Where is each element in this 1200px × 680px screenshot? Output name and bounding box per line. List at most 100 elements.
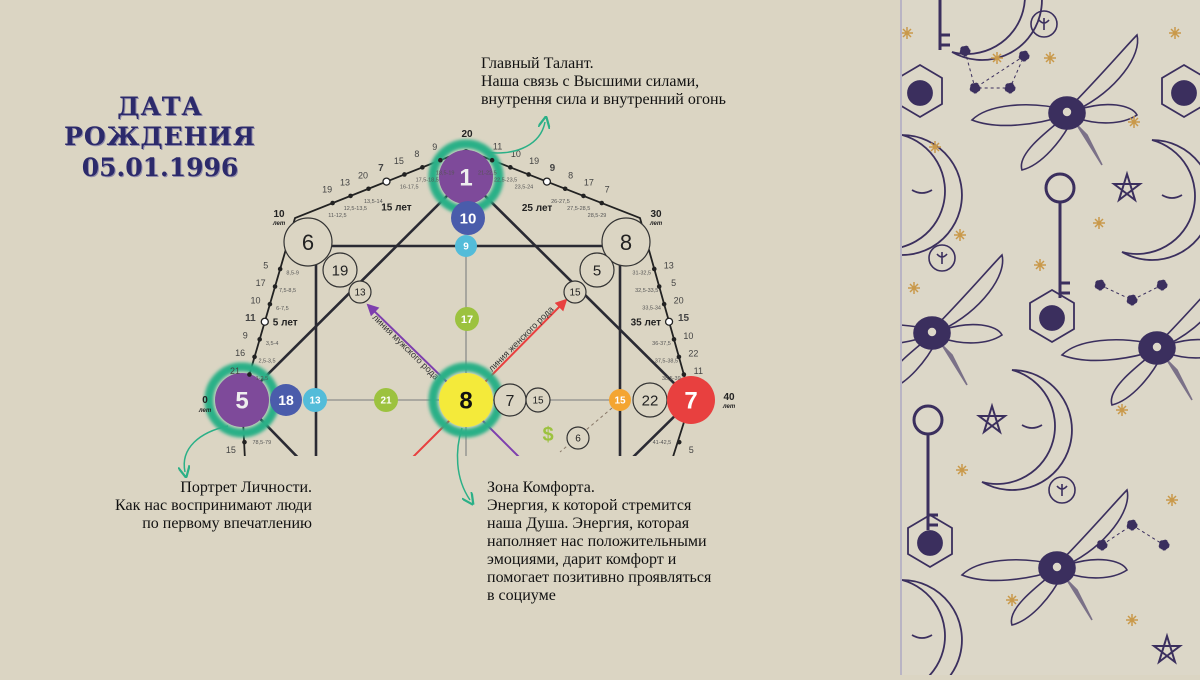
arc-value: 19 (529, 156, 539, 166)
age-marker (382, 177, 391, 186)
arc-dot (656, 284, 662, 289)
star-icon (907, 281, 921, 295)
arc-value: 11 (245, 313, 256, 324)
female-line-arrow (482, 298, 568, 385)
node-circle (283, 217, 333, 267)
node-value: 17 (461, 314, 473, 326)
node-ur-main: 8 (601, 217, 651, 267)
age-0-unit: лет (198, 408, 212, 414)
callout-line: Как нас воспринимают люди (115, 497, 312, 514)
arc-value: 15 (226, 445, 236, 455)
node-value: 10 (460, 210, 477, 227)
node-value: 7 (506, 393, 515, 410)
arc-value: 20 (674, 296, 684, 306)
node-circle (525, 387, 551, 413)
arc-dot (651, 266, 657, 272)
arc-value: 5 (689, 445, 694, 455)
age-range: 21-22,5 (478, 170, 497, 176)
age-marker (260, 317, 269, 326)
node-circle (579, 252, 615, 288)
money-sign: $ (542, 424, 553, 446)
coin-icon (928, 244, 956, 272)
age-marker (664, 317, 674, 326)
node-value: 9 (463, 242, 469, 253)
callout-line: Наша связь с Высшими силами, (481, 73, 700, 90)
age-range: 16-17,5 (400, 185, 419, 191)
node-circle (270, 384, 302, 416)
callout-main-talent: Главный Талант. Наша связь с Высшими сил… (481, 55, 726, 109)
node-value: 5 (235, 388, 248, 415)
callout-line: внутрення сила и внутренний огонь (481, 91, 726, 108)
arc-value: 10 (683, 331, 693, 341)
callout-line: по первому впечатлению (142, 515, 312, 532)
node-value: 18 (278, 392, 294, 408)
arc-dot (661, 301, 667, 307)
callout-personality-portrait: Портрет Личности. Как нас воспринимают л… (115, 479, 312, 533)
node-value: 7 (684, 388, 697, 415)
arc-value: 22 (688, 348, 698, 358)
star-icon (1168, 26, 1182, 40)
age-marker (542, 177, 552, 186)
callout-comfort-zone: Зона Комфорта. Энергия, к которой стреми… (487, 479, 711, 605)
age-label: 5 лет (273, 318, 298, 329)
arc-value: 9 (432, 142, 437, 152)
age-range: 32,5-33,5 (635, 288, 658, 294)
key-icon (924, 0, 956, 52)
arc-dot (330, 200, 335, 206)
portrait-callout-arrow (184, 425, 229, 472)
age-40-unit: лет (722, 404, 736, 410)
age-10: 10 (273, 209, 285, 220)
star-icon (990, 51, 1004, 65)
age-range: 6-7,5 (276, 306, 289, 312)
constellation-icon (959, 45, 1170, 551)
node-circle (303, 388, 327, 412)
arc-dot (420, 165, 425, 170)
arc-value: 8 (568, 170, 573, 180)
arc-dot (671, 337, 677, 342)
age-range: 17,5-18,5 (416, 177, 439, 183)
crystal-icon (1029, 289, 1075, 343)
node-value: 15 (532, 396, 544, 407)
key-icon (1044, 172, 1076, 300)
star-icon (1165, 493, 1179, 507)
node-center-line: 17 (455, 307, 479, 331)
callout-line: наполняет нас положительными (487, 533, 707, 550)
age-range: 13,5-14 (364, 199, 383, 205)
arc-dot (242, 439, 247, 445)
arc-value: 16 (235, 348, 245, 358)
node-value: 13 (354, 288, 366, 299)
callout-title: Портрет Личности. (180, 479, 312, 496)
pentagram-icon (1113, 173, 1141, 201)
arc-value: 17 (584, 177, 594, 187)
age-10-unit: лет (272, 221, 286, 227)
node-center-r1: 7 (493, 383, 527, 417)
arc-value: 13 (340, 177, 350, 187)
destiny-matrix-diagram: линия мужского рода линия женского рода … (0, 0, 736, 675)
arc-dot (581, 193, 586, 199)
callout-line: эмоциями, дарит комфорт и (487, 551, 677, 568)
node-circle (455, 235, 477, 257)
title: ДАТА РОЖДЕНИЯ (64, 92, 256, 151)
arc-value: 5 (671, 278, 676, 288)
arc-value: 13 (664, 260, 674, 270)
age-range: 28,5-29 (588, 213, 607, 219)
node-right-main: 7 (667, 376, 715, 424)
pentagram-icon (1153, 635, 1181, 663)
arc-dot (252, 354, 257, 360)
crystal-icon (907, 514, 953, 568)
age-range: 42,5-43,5 (642, 461, 665, 467)
age-range: 77,5-78,5 (254, 461, 277, 467)
male-line-arrow (366, 303, 450, 385)
arc-dot (272, 284, 278, 289)
age-range: 27,5-28,5 (567, 206, 590, 212)
node-ul-3: 13 (348, 280, 372, 304)
node-value: 21 (380, 396, 392, 407)
arc-value: 20 (358, 170, 368, 180)
arc-value: 8 (414, 149, 419, 159)
arc-dot (402, 172, 407, 177)
node-value: 5 (593, 262, 601, 279)
age-range: 12,5-13,5 (344, 206, 367, 212)
birth-date: 05.01.1996 (81, 153, 239, 182)
arc-dot (508, 165, 513, 170)
arc-value: 10 (511, 149, 521, 159)
